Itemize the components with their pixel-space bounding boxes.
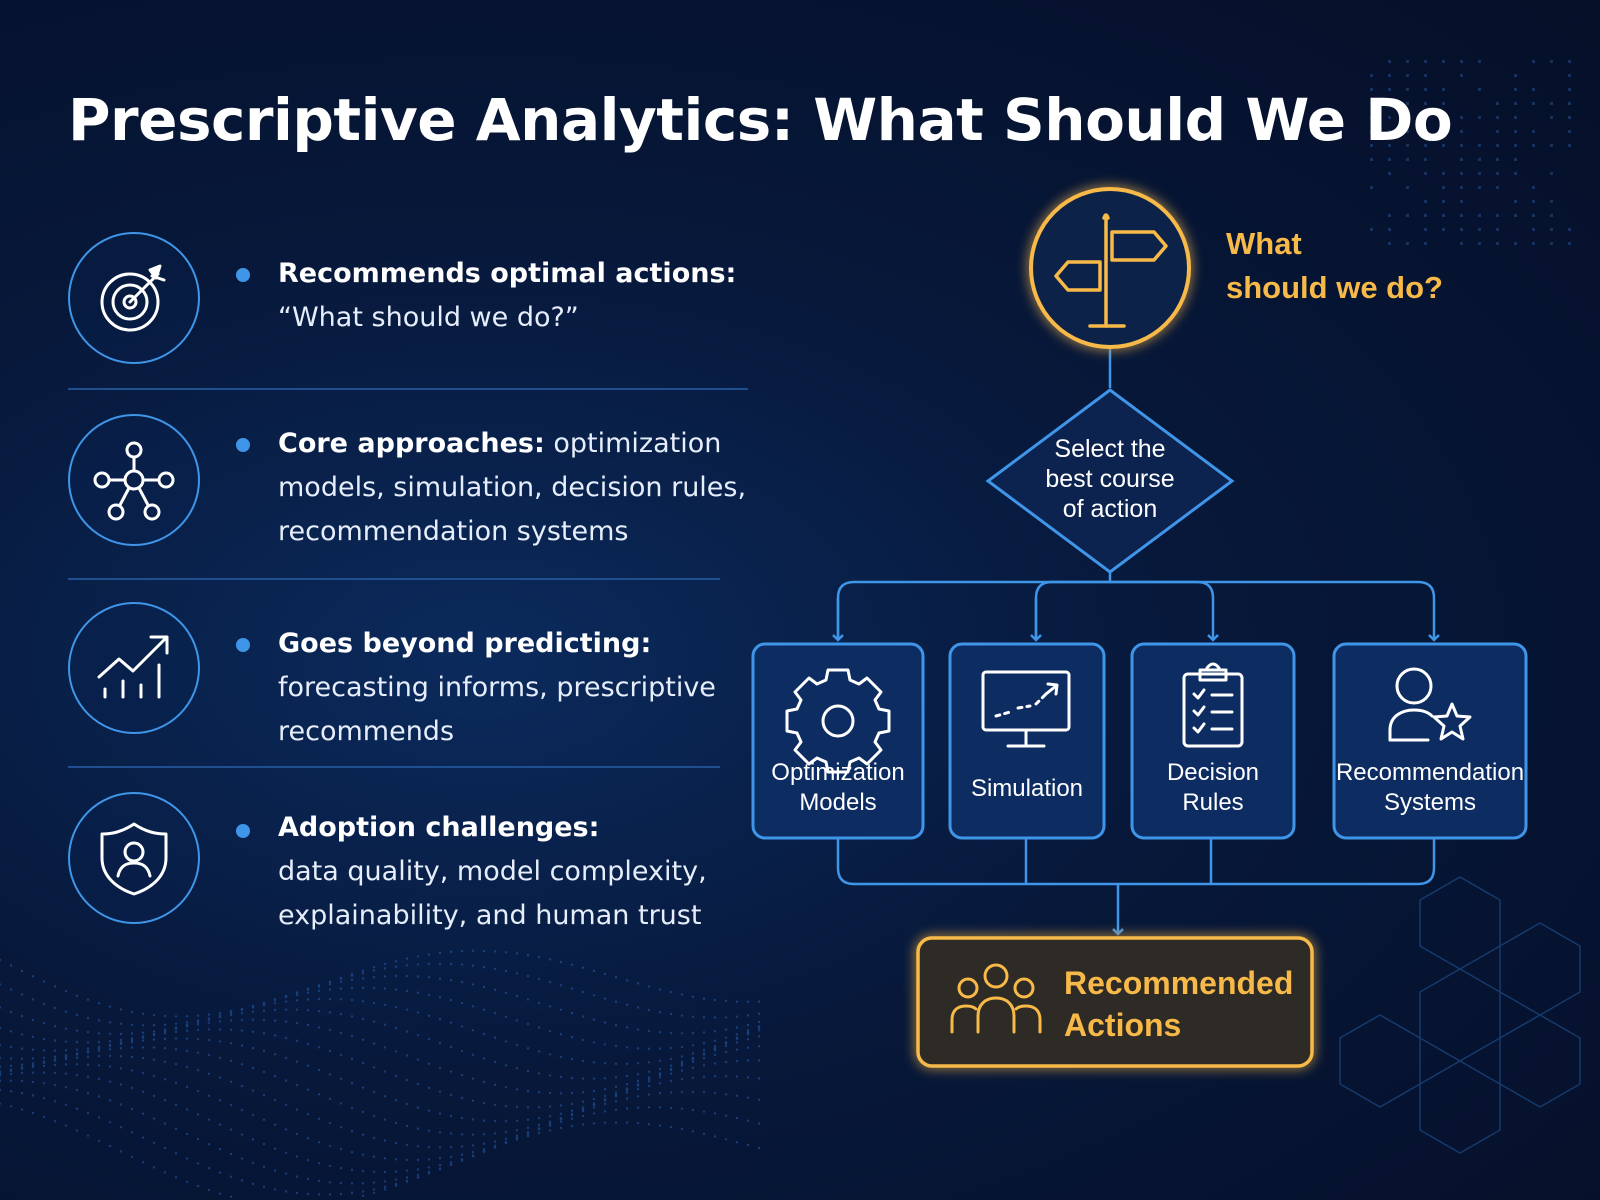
- connector-branch-2: [1036, 582, 1213, 640]
- question-line: What: [1226, 222, 1443, 266]
- decision-line: Select the: [1010, 434, 1210, 464]
- question-line: should we do?: [1226, 266, 1443, 310]
- method-line: Optimization: [753, 758, 923, 788]
- decision-line: of action: [1010, 494, 1210, 524]
- result-label: Recommended Actions: [1064, 962, 1293, 1046]
- method-line: Models: [753, 788, 923, 818]
- result-line: Actions: [1064, 1004, 1293, 1046]
- result-line: Recommended: [1064, 962, 1293, 1004]
- method-label-simulation: Simulation: [950, 774, 1104, 804]
- method-label-optimization: Optimization Models: [753, 758, 923, 818]
- question-label: What should we do?: [1226, 222, 1443, 310]
- method-line: Simulation: [950, 774, 1104, 804]
- method-label-recommendation: Recommendation Systems: [1334, 758, 1526, 818]
- decision-label: Select the best course of action: [1010, 434, 1210, 524]
- method-line: Systems: [1334, 788, 1526, 818]
- method-line: Rules: [1132, 788, 1294, 818]
- method-line: Decision: [1132, 758, 1294, 788]
- method-label-decision-rules: Decision Rules: [1132, 758, 1294, 818]
- decision-line: best course: [1010, 464, 1210, 494]
- connector-merge: [838, 838, 1434, 884]
- method-line: Recommendation: [1334, 758, 1526, 788]
- question-node: [1031, 189, 1189, 347]
